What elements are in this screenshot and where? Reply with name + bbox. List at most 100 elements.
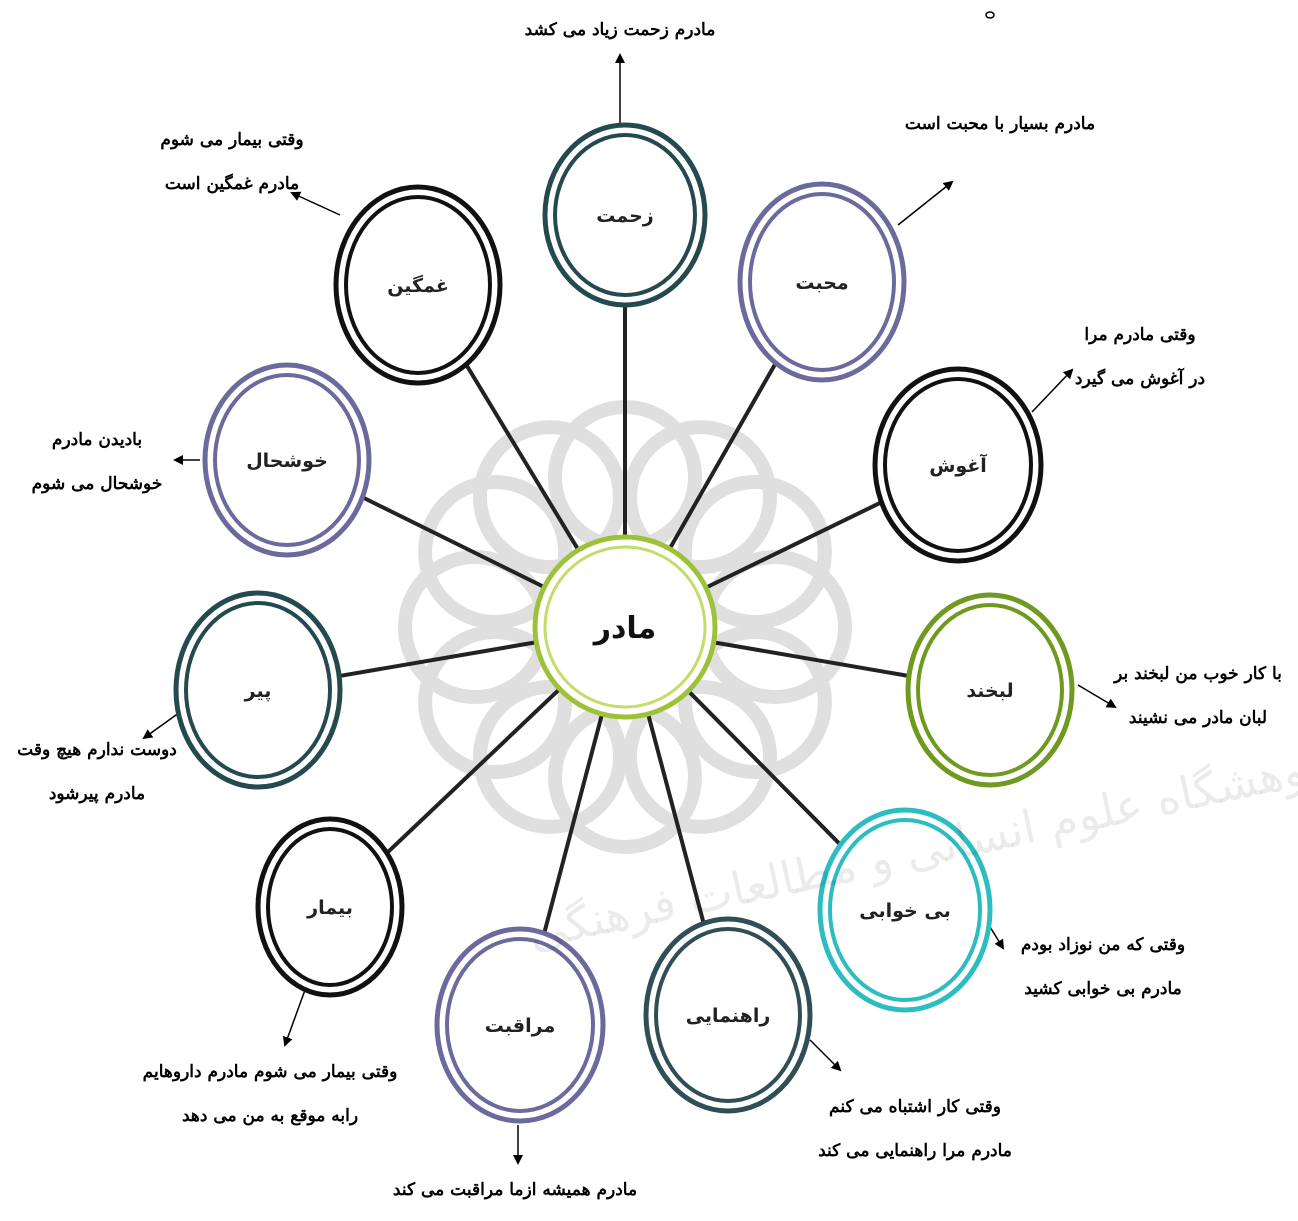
node-outer-ring [905,592,1075,788]
node-labkhand: لبخند [905,592,1075,788]
arrow-labkhand [1077,684,1117,709]
note-line: دوست ندارم هیچ وقت [17,740,177,760]
note-rahnamayi: وقتی کار اشتباه می کنم مادرم مرا راهنمایی… [795,1085,1035,1173]
node-inner-ring [553,133,697,297]
node-label: بیمار [306,897,353,919]
note-line: وقتی بیمار می شوم [160,130,304,150]
note-line: وقتی که من نوزاد بودم [1020,935,1186,955]
node-outer-ring [737,181,907,383]
note-ghamgin: وقتی بیمار می شوم مادرم غمگین است [147,118,317,206]
node-inner-ring [266,827,394,987]
watermark-petal [623,420,777,575]
center-node: مادر [532,534,718,720]
note-line: مادرم بسیار با محبت است [904,114,1096,134]
note-zahmat: مادرم زحمت زیاد می کشد [500,8,740,52]
node-label: پیر [244,680,272,702]
node-inner-ring [344,195,492,375]
node-rahnamayi: راهنمایی [643,916,813,1114]
note-line: بادیدن مادرم [51,430,143,450]
note-moraghebat: مادرم همیشه ازما مراقبت می کند [375,1168,655,1212]
arrow-rahnamayi [809,1039,842,1072]
spoke-rahnamayi [645,711,706,924]
watermark-petal [677,475,832,629]
node-label: آغوش [929,453,987,477]
spokes [338,305,910,934]
note-line: در آغوش می گیرد [1074,369,1206,389]
node-inner-ring [445,937,595,1113]
watermark-petal [418,475,573,629]
arrow-ghamgin [290,191,341,216]
spoke-ghamgin [464,363,582,553]
watermark-petal [473,420,627,575]
note-line: رابه موقع به من می دهد [181,1106,359,1126]
center-node-inner-ring [543,545,707,709]
watermark-petal [473,679,627,834]
node-aghoush: آغوش [872,366,1044,564]
small-circle-icon [985,11,995,19]
node-outer-ring [434,926,606,1124]
node-outer-ring [333,184,503,386]
node-bimar: بیمار [255,816,405,998]
node-label: راهنمایی [686,1005,771,1027]
node-label: زحمت [596,205,653,227]
note-aghoush: وقتی مادرم مرا در آغوش می گیرد [1050,313,1230,401]
note-bimar: وقتی بیمار می شوم مادرم داروهایم رابه موق… [135,1050,405,1138]
node-bikhabi: بی خوابی [817,807,993,1013]
node-inner-ring [883,377,1033,553]
node-ghamgin: غمگین [333,184,503,386]
center-node-label: مادر [592,611,657,646]
node-outer-ring [817,807,993,1013]
note-line: وقتی مادرم مرا [1084,325,1196,345]
arrow-aghoush [1031,368,1074,413]
note-line: مادرم زحمت زیاد می کشد [524,20,716,40]
arrow-bimar [283,989,306,1047]
spoke-mohabbat [666,361,778,552]
note-arrows [142,53,1117,1165]
node-inner-ring [184,601,332,779]
nodes: زحمت محبت آغوش لبخند بی خوابی راهنمایی مراقبت ب… [173,122,1075,1124]
note-line: با کار خوب من لبخند بر [1114,664,1282,684]
node-khoshhal: خوشحال [202,362,372,558]
node-outer-ring [255,816,405,998]
node-label: خوشحال [246,450,328,472]
node-label: مراقبت [485,1015,555,1037]
spoke-aghoush [703,500,883,591]
node-outer-ring [202,362,372,558]
node-moraghebat: مراقبت [434,926,606,1124]
watermark-petal [677,625,832,779]
node-mohabbat: محبت [737,181,907,383]
node-inner-ring [213,373,361,547]
note-line: مادرم مرا راهنمایی می کند [818,1141,1012,1161]
node-inner-ring [916,603,1064,777]
note-line: خوشحال می شوم [31,474,163,494]
watermark-petal [623,679,777,834]
spoke-pir [338,639,539,679]
note-bikhabi: وقتی که من نوزاد بودم مادرم بی خوابی کشید [993,923,1213,1011]
note-line: مادرم غمگین است [164,174,300,194]
note-line: وقتی بیمار می شوم مادرم داروهایم [142,1062,398,1082]
note-line: مادرم بی خوابی کشید [1024,979,1182,999]
node-label: غمگین [387,274,449,297]
node-label: لبخند [966,680,1013,702]
watermark-petal [418,625,573,779]
node-label: بی خوابی [859,900,950,922]
arrow-mohabbat [897,180,954,226]
node-label: محبت [795,272,848,294]
node-inner-ring [748,192,896,372]
note-line: وقتی کار اشتباه می کنم [829,1097,1001,1117]
note-khoshhal: بادیدن مادرم خوشحال می شوم [17,418,177,506]
node-inner-ring [828,818,982,1002]
spoke-moraghebat [542,711,605,934]
node-outer-ring [173,590,343,790]
spoke-bimar [385,686,563,855]
spoke-labkhand [711,639,910,678]
node-outer-ring [872,366,1044,564]
spoke-bikhabi [685,688,842,847]
node-outer-ring [643,916,813,1114]
node-pir: پیر [173,590,343,790]
node-zahmat: زحمت [542,122,708,308]
note-mohabbat: مادرم بسیار با محبت است [900,102,1100,146]
